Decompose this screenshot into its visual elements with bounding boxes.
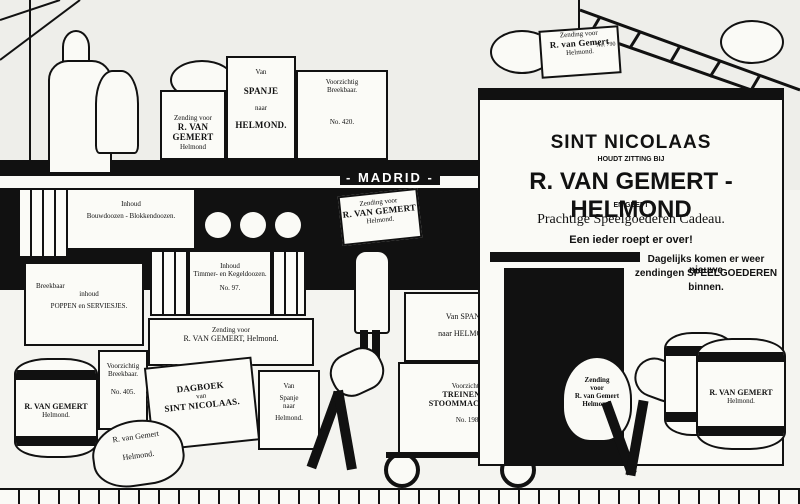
sack-line: Zending xyxy=(584,376,610,384)
crate-line: Voorzichtig xyxy=(451,382,485,390)
crate-carried: Zending voor R. VAN GEMERT Helmond. xyxy=(337,187,423,247)
crate-line: TREINEN- en xyxy=(442,390,494,400)
crane-crate: Zending voor R. van Gemert Helmond. No. … xyxy=(538,25,622,79)
barrel-line: R. VAN GEMERT xyxy=(24,402,88,411)
mitre xyxy=(62,30,90,64)
crate-line: Voorzichtig xyxy=(325,78,359,86)
poster-daily-2: zendingen SPEELGOEDEREN xyxy=(634,268,778,279)
worker-pushing-figure xyxy=(290,340,391,480)
barrel-right: R. VAN GEMERT Helmond. xyxy=(696,338,786,450)
poster-daily-1: Dagelijks komen er weer nieuwe xyxy=(647,254,765,276)
crate-bouwdoozen: Inhoud Bouwdoozen - Blokkendoozen. xyxy=(66,188,196,250)
porthole xyxy=(240,212,266,238)
crate-line: Breekbaar. xyxy=(107,370,139,379)
crate-line: HELMOND. xyxy=(235,120,287,131)
barrel-line: R. VAN GEMERT xyxy=(709,388,773,397)
porter-legs xyxy=(372,330,380,370)
worker-legs xyxy=(625,399,649,477)
crate-line: Inhoud xyxy=(121,200,141,208)
crate-line: Zending voor xyxy=(174,114,212,122)
crate-line: naar xyxy=(282,402,296,411)
poster-subtitle: HOUDT ZITTING BIJ xyxy=(597,156,665,163)
ship-name: - MADRID - xyxy=(340,170,440,185)
crate-zending-top: Zending voor R. VAN GEMERT Helmond xyxy=(160,90,226,160)
crate-line: Van xyxy=(283,382,295,390)
crate-line: Inhoud xyxy=(220,262,240,270)
cloud xyxy=(720,20,784,64)
barrel-band xyxy=(16,436,96,446)
porter-body xyxy=(354,250,390,334)
crate-line: Van SPANJE xyxy=(445,312,489,321)
crane-cable xyxy=(578,0,580,30)
crate-line: Helmond. xyxy=(275,414,303,423)
crate-line: R. VAN GEMERT xyxy=(172,122,214,143)
crate-poppen: Breekbaar inhoud POPPEN en SERVIESJES. xyxy=(24,262,144,346)
crate-line: Voorzichtig xyxy=(106,362,140,370)
crate-breekbaar-small: Voorzichtig Breekbaar. No. 405. xyxy=(98,350,148,430)
sack-line: Helmond. xyxy=(582,400,612,408)
crate-line: SPANJE xyxy=(243,86,279,97)
sack-line: voor xyxy=(590,384,604,392)
crate-line: No. 97. xyxy=(219,284,241,293)
poster-company: R. VAN GEMERT - HELMOND xyxy=(529,168,733,223)
crate-line: Van xyxy=(255,68,267,76)
poster-title: SINT NICOLAAS xyxy=(550,132,712,153)
poster-daily-3: binnen. xyxy=(688,282,724,293)
crate-line: POPPEN en SERVIESJES. xyxy=(50,302,128,311)
barrel-left: R. VAN GEMERT Helmond. xyxy=(14,358,98,458)
sint-nicolaas-figure xyxy=(40,30,139,174)
crate-line: No. 420. xyxy=(329,118,355,127)
crate-line: Breekbaar. xyxy=(326,86,358,95)
ground xyxy=(0,488,800,504)
crate-line: No. 405. xyxy=(110,388,136,397)
sack-line: R. van Gemert xyxy=(574,392,620,400)
crate-spanje-small: Van Spanje naar Helmond. xyxy=(258,370,320,450)
barrel-band xyxy=(16,370,96,380)
crate-breekbaar-top: Voorzichtig Breekbaar. No. 420. xyxy=(296,70,388,160)
ship-rigging xyxy=(0,0,81,170)
shop-roof-edge xyxy=(478,88,784,100)
crate-line: Timmer- en Kegeldoozen. xyxy=(193,270,267,279)
crate-spanje-top: Van SPANJE naar HELMOND. xyxy=(226,56,296,160)
crate-line: naar HELMOND. xyxy=(438,329,496,339)
crate-line: No. 198. xyxy=(455,416,481,425)
crate-line: Breekbaar xyxy=(36,282,65,290)
poster-call: Een ieder roept er over! xyxy=(569,234,693,246)
crate-slats xyxy=(272,250,306,316)
crate-slats xyxy=(18,188,68,258)
shop-awning xyxy=(490,252,640,262)
barrel-band xyxy=(698,426,784,436)
crate-line: inhoud xyxy=(79,290,99,299)
crate-tag: No. 790 xyxy=(596,41,616,49)
horse xyxy=(95,70,139,154)
crate-line: Bouwdoozen - Blokkendoozen. xyxy=(86,212,176,221)
poster-offer: Prachtige Speelgoederen Cadeau. xyxy=(537,212,725,227)
barrel-line: Helmond. xyxy=(42,411,70,419)
crate-line: Zending voor xyxy=(212,326,250,334)
crate-line: Helmond xyxy=(179,142,207,151)
barrel-band xyxy=(698,352,784,362)
crate-line: STOOMMACHINES. xyxy=(428,399,508,409)
crate-timmer: Inhoud Timmer- en Kegeldoozen. No. 97. xyxy=(188,250,272,316)
worker-legs xyxy=(333,389,357,471)
barrel-line: Helmond. xyxy=(727,397,755,405)
sack-line: Helmond. xyxy=(121,448,155,463)
porthole xyxy=(205,212,231,238)
crate-line: Spanje xyxy=(279,394,299,403)
crate-line: naar xyxy=(254,104,268,113)
porthole xyxy=(275,212,301,238)
cart-frame xyxy=(386,452,546,458)
poster-en-geeft: EN GEEFT xyxy=(613,202,649,209)
crate-slats xyxy=(150,250,190,316)
crate-line: R. VAN GEMERT, Helmond. xyxy=(183,334,279,344)
